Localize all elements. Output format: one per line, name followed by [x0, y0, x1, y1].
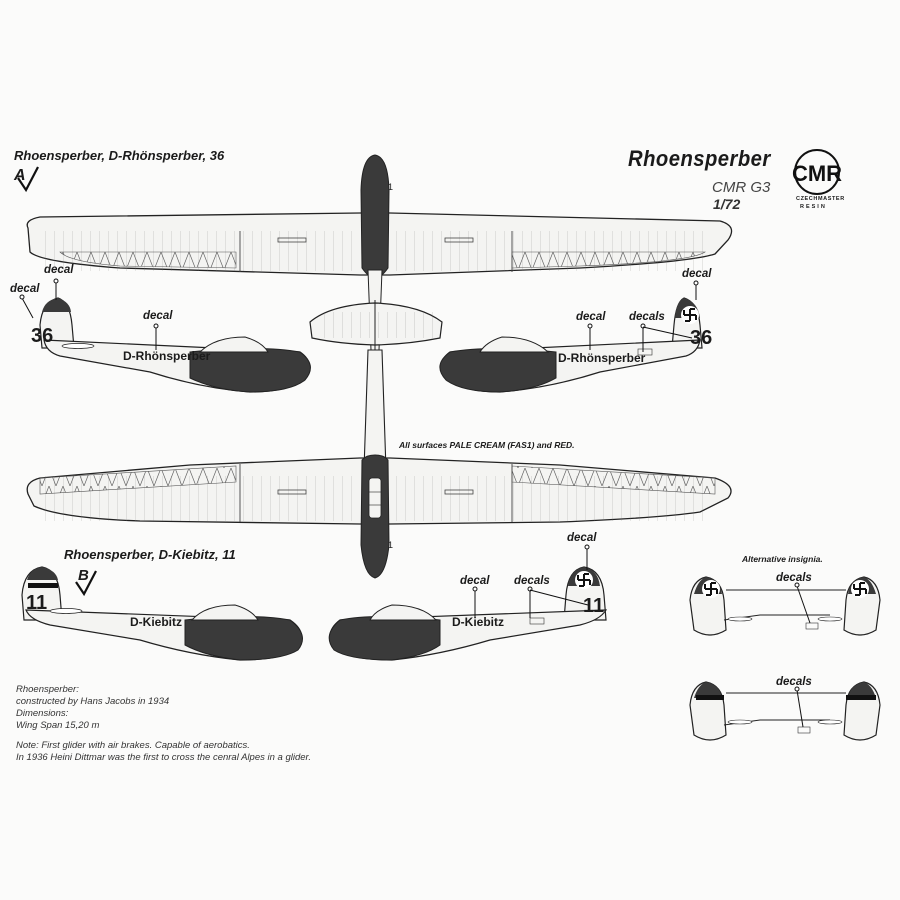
- side-view-a-left: [39, 297, 311, 393]
- svg-text:1: 1: [388, 540, 393, 550]
- kit-scale: 1/72: [713, 196, 741, 212]
- registration: D-Kiebitz: [130, 615, 182, 629]
- variant-a-letter: A: [14, 167, 26, 184]
- registration: D-Kiebitz: [452, 615, 504, 629]
- variant-b-heading: Rhoensperber, D-Kiebitz, 11: [64, 547, 236, 562]
- notes-line: Rhoensperber:: [16, 684, 79, 695]
- decal-label: decal: [143, 310, 173, 322]
- page-title: Rhoensperber: [628, 146, 771, 171]
- notes-line: Dimensions:: [16, 708, 69, 719]
- checkmark-b-icon: [75, 570, 97, 597]
- decal-label: decal: [44, 264, 74, 276]
- svg-text:CMR: CMR: [792, 161, 842, 186]
- notes-line: In 1936 Heini Dittmar was the first to c…: [16, 752, 311, 763]
- svg-text:1: 1: [388, 182, 393, 192]
- alt-insignia-2: [689, 681, 881, 741]
- bottom-view: 1: [26, 349, 732, 579]
- decals-label: decals: [776, 676, 812, 688]
- notes-line: constructed by Hans Jacobs in 1934: [16, 696, 170, 707]
- decals-label: decals: [514, 575, 550, 587]
- logo-subtitle-2: RESIN: [800, 204, 827, 210]
- tail-number: 11: [26, 592, 48, 614]
- cmr-logo-icon: CMR: [792, 149, 842, 195]
- variant-a-heading: Rhoensperber, D-Rhönsperber, 36: [14, 148, 225, 163]
- top-view: 1: [26, 154, 733, 352]
- decal-label: decal: [576, 311, 606, 323]
- side-view-a-right: [439, 297, 703, 393]
- registration: D-Rhönsperber: [558, 351, 646, 365]
- decals-label: decals: [629, 311, 665, 323]
- kit-code: CMR G3: [712, 179, 771, 196]
- decal-label: decal: [682, 268, 712, 280]
- registration: D-Rhönsperber: [123, 349, 211, 363]
- variant-b-letter: B: [78, 567, 89, 584]
- decal-label: decal: [567, 532, 597, 544]
- alternative-heading: Alternative insignia.: [742, 554, 823, 564]
- side-view-b-right: [328, 566, 608, 661]
- side-view-b-left: [21, 566, 303, 661]
- tail-number: 36: [690, 327, 713, 349]
- notes-line: Note: First glider with air brakes. Capa…: [16, 740, 250, 751]
- alt-insignia-1: [689, 576, 881, 636]
- tail-number: 36: [31, 325, 54, 347]
- decal-label: decal: [460, 575, 490, 587]
- logo-subtitle-1: CZECHMASTER: [796, 196, 845, 202]
- checkmark-a-icon: [17, 166, 39, 193]
- decals-label: decals: [776, 572, 812, 584]
- decal-label: decal: [10, 283, 40, 295]
- colors-note: All surfaces PALE CREAM (FAS1) and RED.: [399, 440, 575, 450]
- tail-number: 11: [583, 595, 605, 617]
- leader-lines: [19, 278, 811, 728]
- notes-line: Wing Span 15,20 m: [16, 720, 100, 731]
